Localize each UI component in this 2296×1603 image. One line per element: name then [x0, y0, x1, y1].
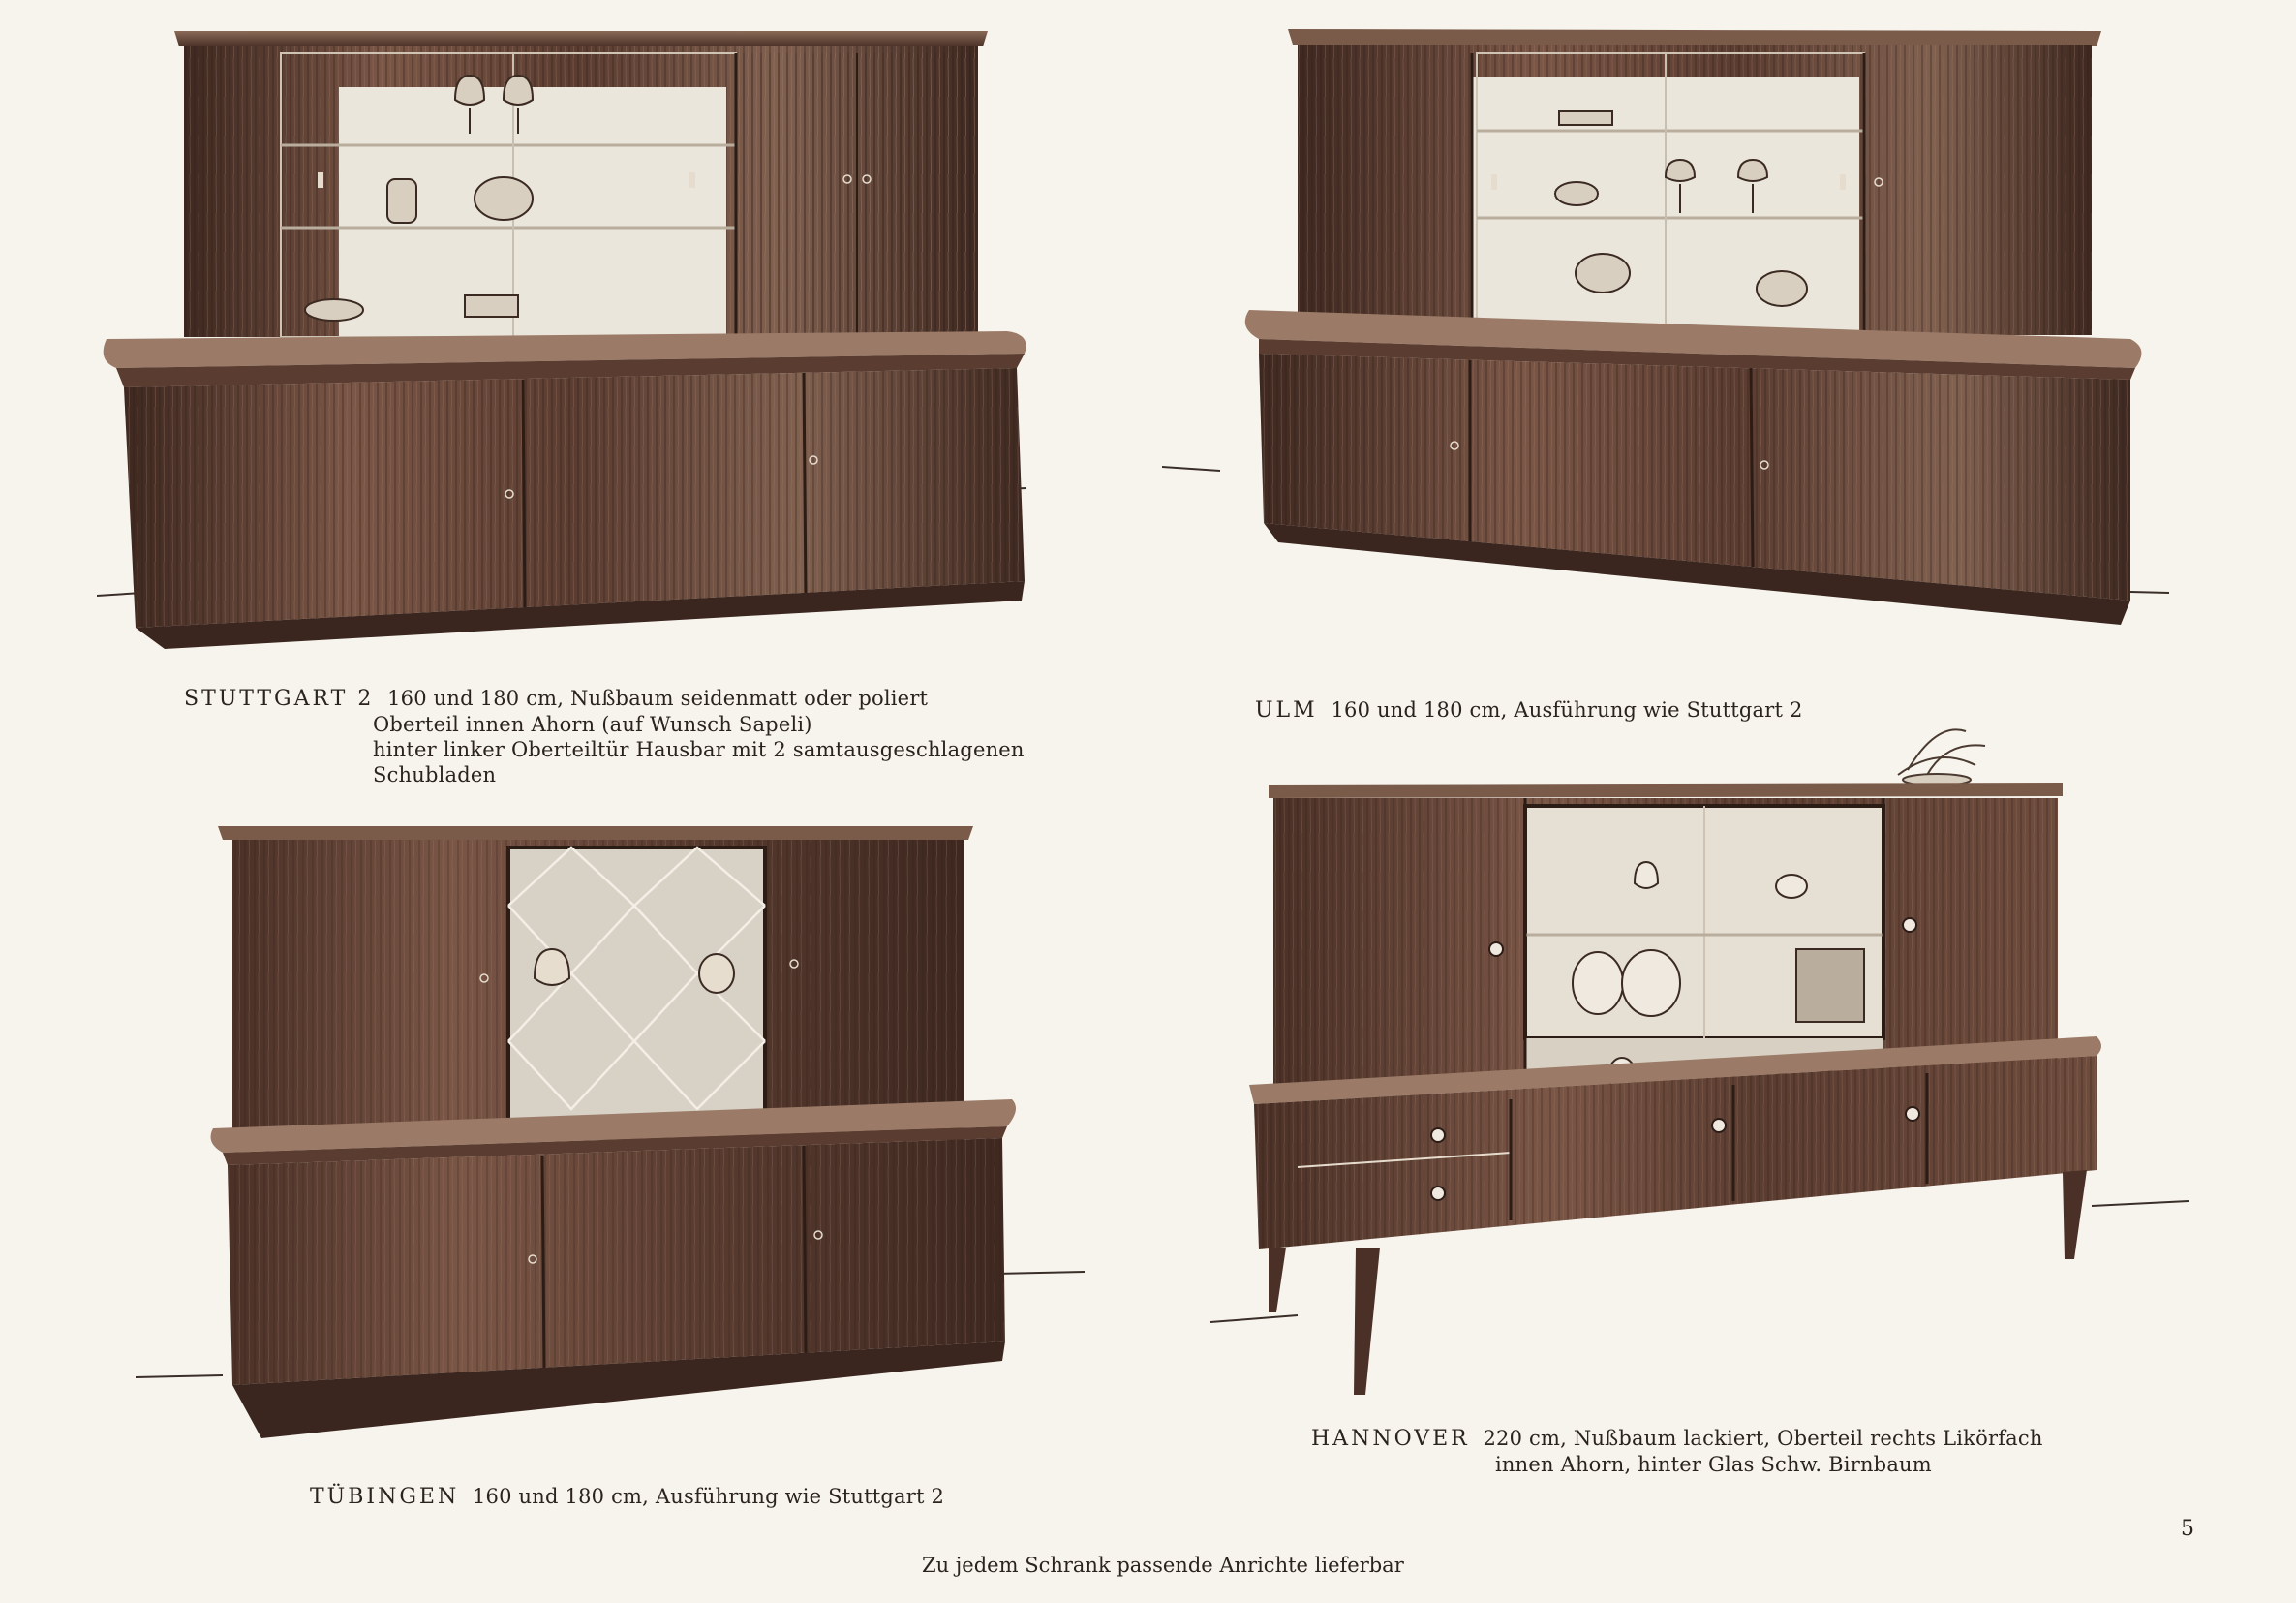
product-spec-line: hinter linker Oberteiltür Hausbar mit 2 … [373, 738, 1025, 761]
product-name-stuttgart: STUTTGART 2 [184, 687, 375, 711]
product-name-hannover: HANNOVER [1311, 1427, 1470, 1451]
ulm-cabinet-drawing [1162, 29, 2170, 625]
stuttgart-cabinet-drawing [97, 31, 1027, 649]
footer-note: Zu jedem Schrank passende Anrichte liefe… [922, 1554, 1404, 1577]
product-spec-line: 160 und 180 cm, Nußbaum seidenmatt oder … [387, 687, 929, 710]
product-name-tuebingen: TÜBINGEN [310, 1485, 460, 1509]
caption-ulm: ULM 160 und 180 cm, Ausführung wie Stutt… [1255, 697, 1803, 724]
product-name-ulm: ULM [1255, 698, 1318, 723]
tuebingen-cabinet-drawing [136, 826, 1086, 1438]
caption-stuttgart: STUTTGART 2 160 und 180 cm, Nußbaum seid… [184, 686, 1025, 787]
product-spec-line: Oberteil innen Ahorn (auf Wunsch Sapeli) [373, 713, 812, 736]
product-spec-line: innen Ahorn, hinter Glas Schw. Birnbaum [1495, 1453, 1932, 1476]
caption-tuebingen: TÜBINGEN 160 und 180 cm, Ausführung wie … [310, 1484, 944, 1510]
illustration-ulm-cabinet [1162, 19, 2189, 649]
illustration-tuebingen-cabinet [136, 818, 1094, 1448]
page-number: 5 [2181, 1517, 2194, 1541]
illustration-stuttgart-cabinet [97, 19, 1046, 659]
plant-decoration [1897, 728, 1986, 786]
product-spec-line: 220 cm, Nußbaum lackiert, Oberteil recht… [1483, 1427, 2043, 1450]
hannover-cabinet-drawing [1209, 728, 2189, 1395]
product-spec-line: 160 und 180 cm, Ausführung wie Stuttgart… [472, 1485, 945, 1508]
illustration-hannover-cabinet [1191, 717, 2198, 1414]
product-spec-line: Schubladen [373, 763, 497, 786]
caption-hannover: HANNOVER 220 cm, Nußbaum lackiert, Obert… [1311, 1426, 2043, 1477]
product-spec-line: 160 und 180 cm, Ausführung wie Stuttgart… [1331, 698, 1803, 722]
